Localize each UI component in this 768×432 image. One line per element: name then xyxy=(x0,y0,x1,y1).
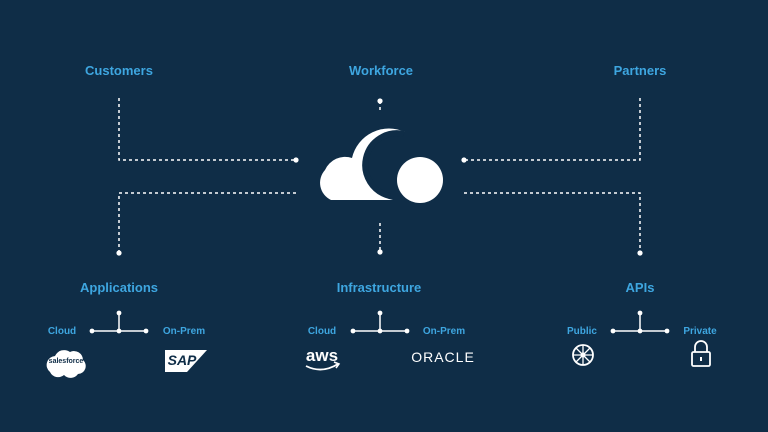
sap-logo-icon xyxy=(165,350,207,372)
node-dot xyxy=(377,98,383,104)
kubernetes-icon xyxy=(572,344,594,366)
circle-mark-icon xyxy=(397,157,443,203)
node-dot xyxy=(293,157,299,163)
branch-infrastructure xyxy=(353,313,407,332)
connector-partners xyxy=(464,98,641,161)
infrastructure-onprem-label: On-Prem xyxy=(422,326,466,337)
node-dot xyxy=(377,249,383,255)
oracle-logo-text: ORACLE xyxy=(411,349,475,365)
sap-logo-text: SAP xyxy=(167,352,197,368)
node-dot xyxy=(637,250,643,256)
salesforce-logo-text: salesforce xyxy=(48,358,84,365)
connector-customers xyxy=(118,98,296,161)
lock-icon xyxy=(691,340,711,367)
partners-label: Partners xyxy=(613,63,667,78)
infrastructure-cloud-label: Cloud xyxy=(307,326,337,337)
apis-public-label: Public xyxy=(566,326,598,337)
applications-label: Applications xyxy=(79,280,159,295)
workforce-label: Workforce xyxy=(348,63,414,78)
salesforce-logo-icon xyxy=(46,350,86,378)
connector-applications xyxy=(118,192,296,253)
apis-label: APIs xyxy=(625,280,655,295)
branch-apis xyxy=(613,313,667,332)
infrastructure-label: Infrastructure xyxy=(336,280,422,295)
aws-smile-icon xyxy=(305,363,339,371)
branch-applications xyxy=(92,313,146,332)
customers-label: Customers xyxy=(85,63,153,78)
node-dot xyxy=(116,250,122,256)
applications-onprem-label: On-Prem xyxy=(162,326,206,337)
apis-private-label: Private xyxy=(683,326,717,337)
connector-apis xyxy=(464,192,641,253)
aws-logo-text: aws xyxy=(305,346,339,365)
applications-cloud-label: Cloud xyxy=(47,326,77,337)
node-dot xyxy=(461,157,467,163)
